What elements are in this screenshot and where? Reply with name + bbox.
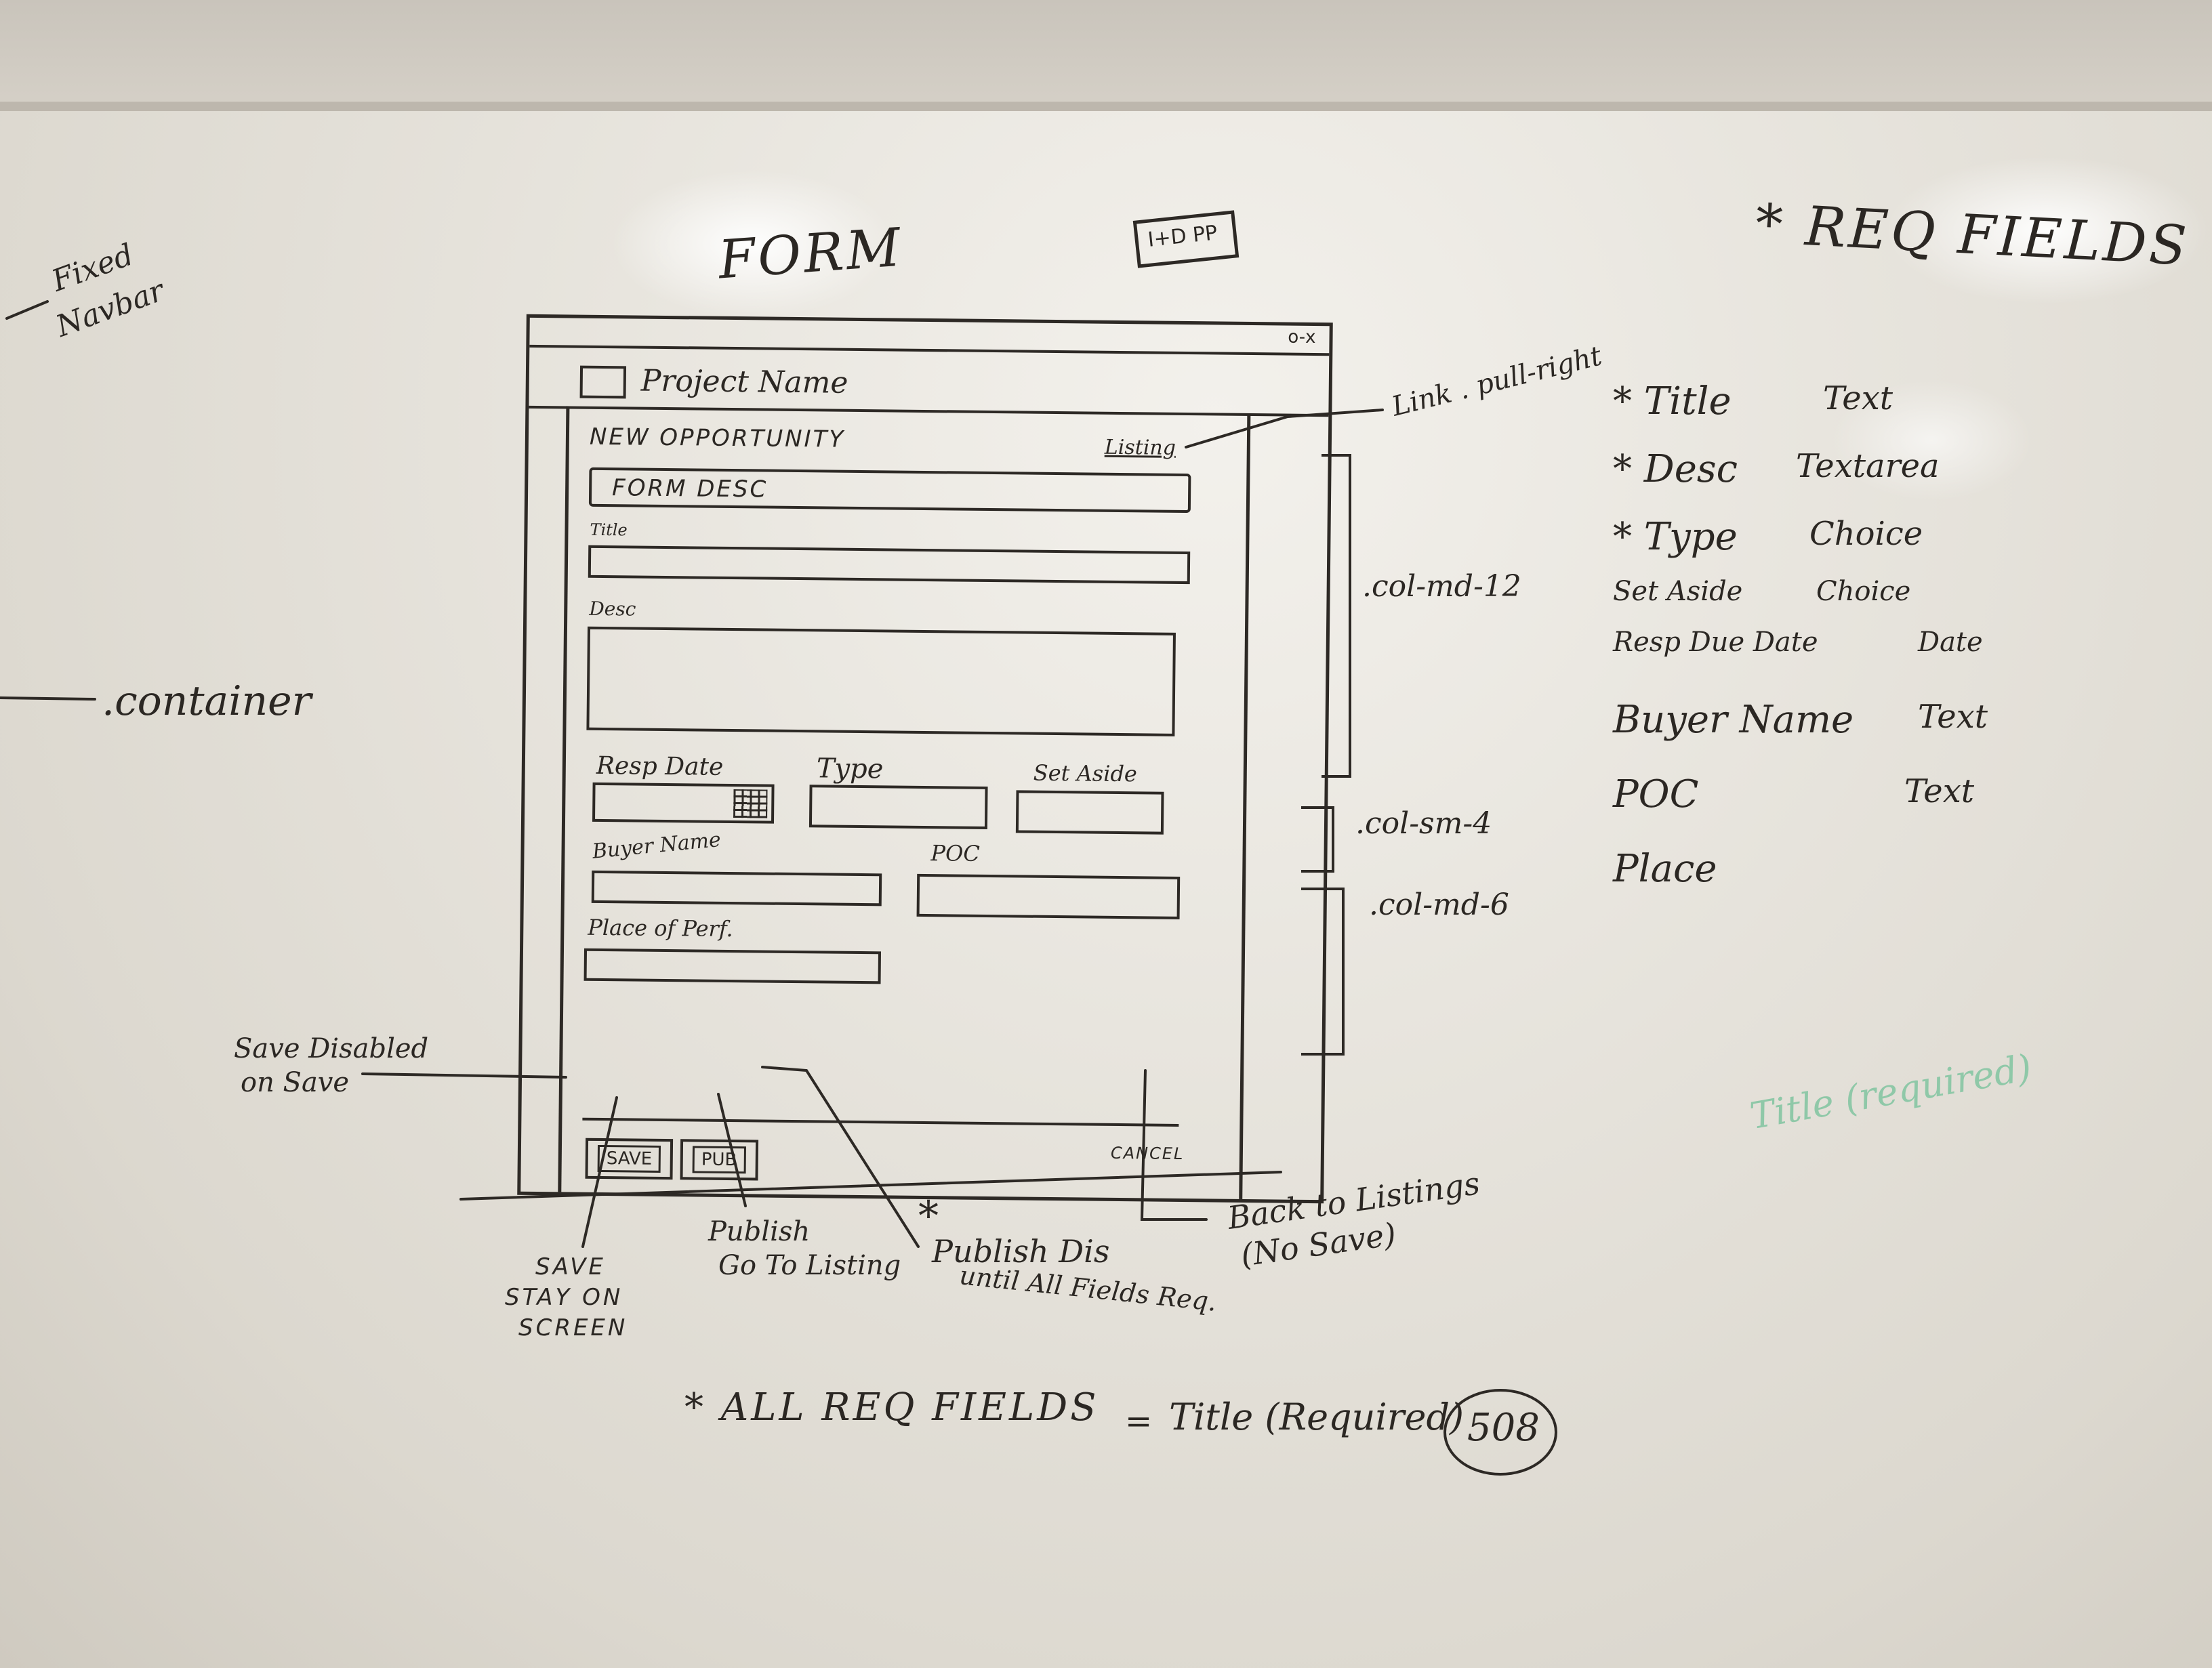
- page-heading: NEW OPPORTUNITY: [589, 423, 846, 453]
- cancel-link[interactable]: CANCEL: [1110, 1143, 1185, 1164]
- listing-link[interactable]: Listing: [1104, 435, 1176, 460]
- form-title: FORM: [716, 217, 905, 291]
- col-sm-4-note: .col-sm-4: [1355, 806, 1492, 841]
- wall: [0, 0, 2212, 115]
- req-field-name: * Type: [1613, 515, 1738, 559]
- save-stay-pointer: [581, 1096, 618, 1248]
- req-field-name: * Title: [1613, 379, 1732, 423]
- req-field-name: POC: [1613, 772, 1699, 816]
- desc-textarea[interactable]: [586, 626, 1176, 736]
- publish-button-label: PUB: [692, 1146, 746, 1174]
- desc-label: Desc: [589, 597, 636, 621]
- poc-label: POC: [930, 840, 980, 867]
- project-name[interactable]: Project Name: [640, 363, 848, 400]
- top-icon-label: I+D PP: [1147, 221, 1218, 252]
- place-of-perf-label: Place of Perf.: [588, 914, 733, 942]
- equals-sign: =: [1125, 1402, 1153, 1440]
- req-field-name: Place: [1613, 847, 1717, 891]
- set-aside-label: Set Aside: [1033, 759, 1138, 787]
- window-controls[interactable]: o-x: [1288, 327, 1316, 348]
- form-container: NEW OPPORTUNITY Listing FORM DESC Title …: [558, 406, 1251, 1199]
- col-md-6-bracket: [1301, 888, 1345, 1056]
- save-disabled-note: Save Disabled: [234, 1033, 429, 1064]
- all-req-fields-note: * ALL REQ FIELDS: [684, 1385, 1099, 1430]
- brand-icon[interactable]: [579, 365, 627, 399]
- board-bottom-edge: [459, 1171, 1282, 1201]
- light-glare: [610, 169, 895, 318]
- set-aside-select[interactable]: [1015, 790, 1164, 835]
- save-stay-note-2: STAY ON: [505, 1284, 623, 1311]
- place-of-perf-input[interactable]: [583, 948, 882, 984]
- buyer-name-input[interactable]: [591, 870, 882, 906]
- form-desc-box: FORM DESC: [588, 467, 1191, 514]
- footer-divider: [582, 1117, 1179, 1127]
- resp-date-label: Resp Date: [596, 751, 724, 781]
- wireframe-window: o-x Project Name NEW OPPORTUNITY Listing…: [517, 314, 1333, 1204]
- form-desc-text: FORM DESC: [611, 474, 769, 503]
- req-field-type: Text: [1904, 772, 1975, 810]
- req-field-type: Text: [1918, 698, 1988, 736]
- req-field-name: Buyer Name: [1613, 698, 1854, 742]
- publish-dis-pointer: [761, 1066, 920, 1248]
- type-label: Type: [816, 753, 884, 785]
- back-to-listings-pointer: [1140, 1069, 1208, 1221]
- req-field-type: Textarea: [1796, 447, 1940, 485]
- save-button-label: SAVE: [597, 1144, 661, 1173]
- type-select[interactable]: [808, 785, 988, 829]
- save-button[interactable]: SAVE: [585, 1138, 674, 1180]
- light-glare: [1884, 156, 2209, 305]
- save-stay-note: SAVE: [535, 1253, 606, 1280]
- resp-date-input[interactable]: [592, 782, 775, 824]
- publish-dis-star: *: [918, 1192, 939, 1240]
- buyer-name-label: Buyer Name: [591, 827, 722, 864]
- col-md-12-note: .col-md-12: [1362, 569, 1521, 604]
- light-glare: [1830, 379, 2033, 501]
- req-field-type: Date: [1918, 627, 1983, 658]
- req-field-type: Text: [1823, 379, 1893, 417]
- container-pointer: [0, 696, 96, 701]
- publish-go-note-2: Go To Listing: [718, 1250, 901, 1281]
- save-disabled-note-2: on Save: [241, 1067, 350, 1098]
- fixed-navbar-tick: [5, 300, 49, 320]
- save-disabled-pointer: [361, 1072, 567, 1079]
- publish-button[interactable]: PUB: [680, 1139, 758, 1181]
- req-field-name: Set Aside: [1613, 576, 1743, 607]
- col-md-6-note: .col-md-6: [1369, 888, 1509, 922]
- req-field-name: * Desc: [1613, 447, 1738, 491]
- save-stay-note-3: SCREEN: [518, 1314, 628, 1341]
- title-required-note: Title (Required): [1169, 1396, 1465, 1438]
- fixed-navbar: Project Name: [529, 344, 1330, 417]
- link-pull-right-pointer: [1185, 409, 1384, 449]
- req-field-type: Choice: [1816, 576, 1911, 607]
- publish-dis-note: Publish Dis: [932, 1233, 1110, 1270]
- title-input[interactable]: [588, 545, 1191, 585]
- container-note: .container: [102, 677, 312, 725]
- circled-number: 508: [1467, 1406, 1540, 1450]
- publish-go-pointer: [717, 1093, 747, 1207]
- whiteboard: [0, 102, 2212, 1668]
- poc-input[interactable]: [916, 873, 1181, 919]
- publish-go-note: Publish: [708, 1216, 811, 1247]
- title-label: Title: [590, 520, 628, 540]
- req-field-name: Resp Due Date: [1613, 627, 1818, 658]
- req-field-type: Choice: [1809, 515, 1923, 553]
- col-md-12-bracket: [1322, 454, 1351, 778]
- calendar-icon[interactable]: [733, 789, 768, 818]
- col-sm-4-bracket: [1301, 806, 1334, 873]
- circled-508: [1443, 1389, 1557, 1476]
